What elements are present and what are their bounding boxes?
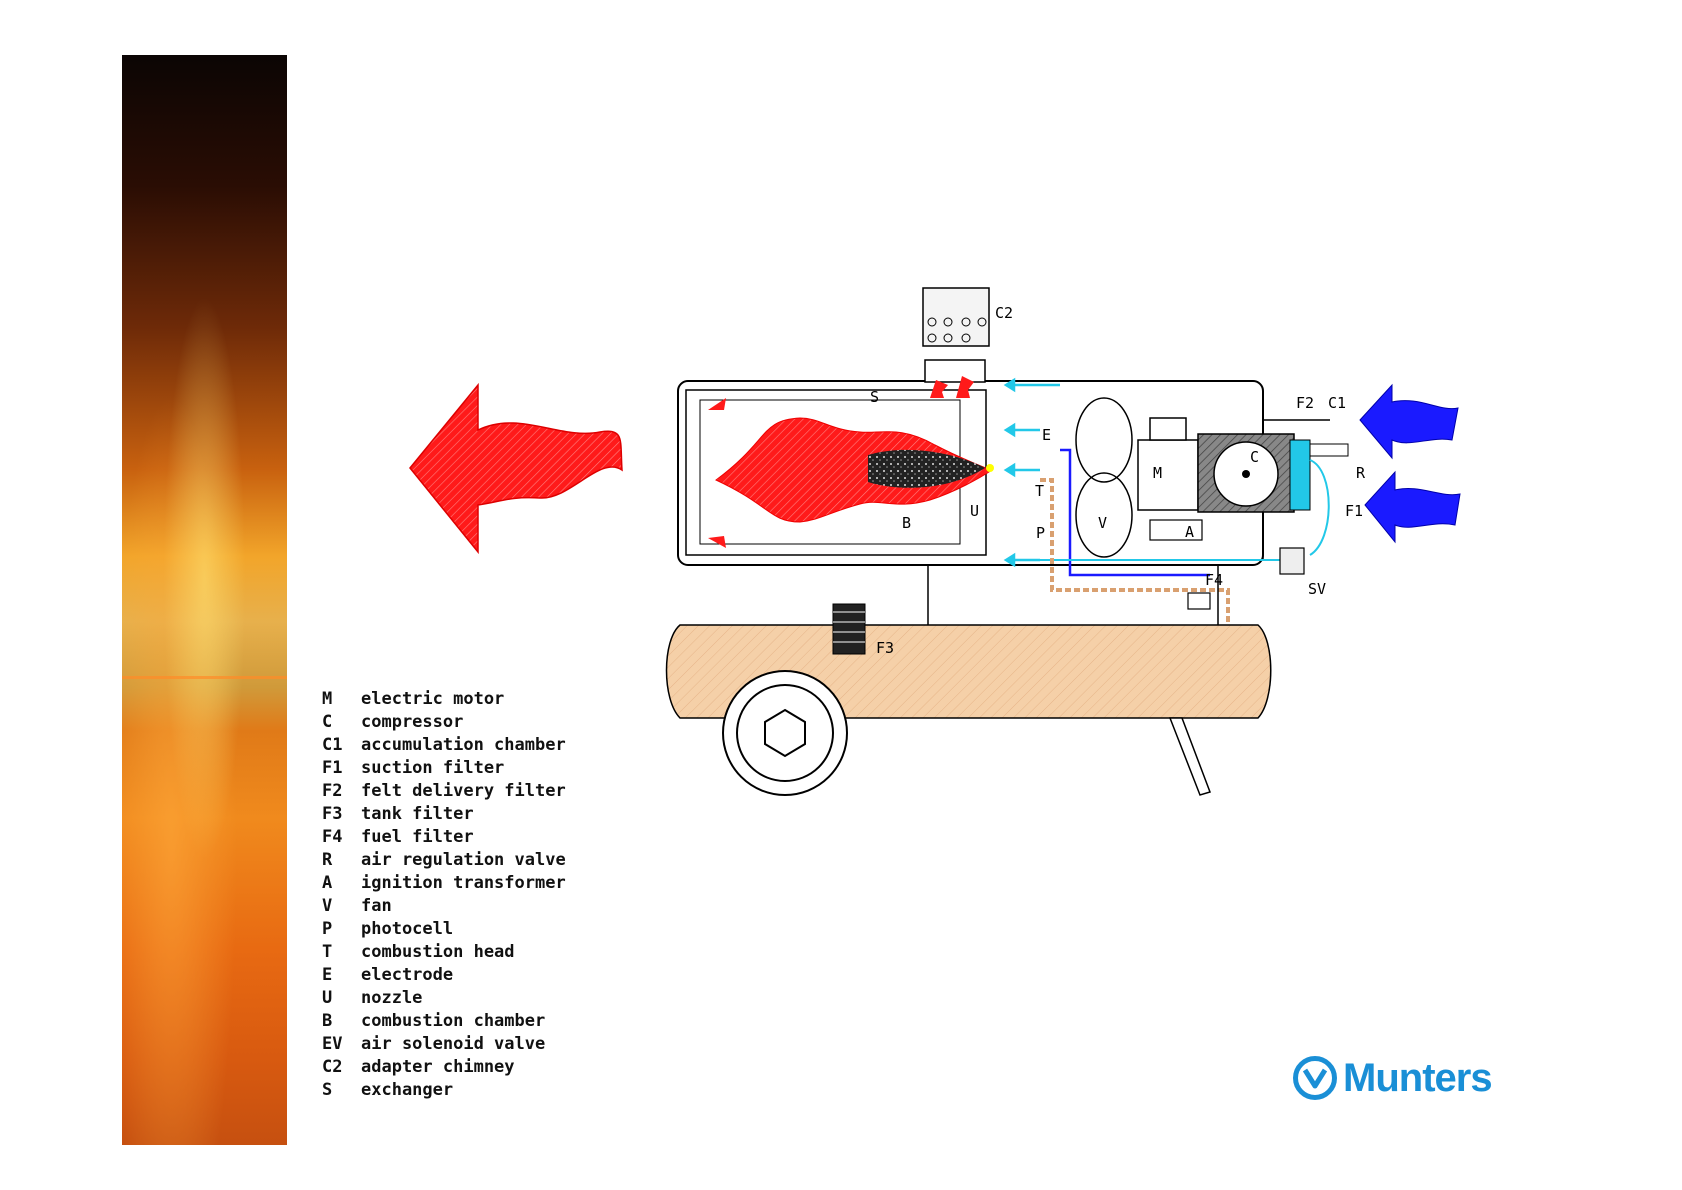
label-f2: F2 — [1296, 394, 1314, 412]
label-a: A — [1185, 523, 1194, 541]
label-sv: SV — [1308, 580, 1326, 598]
label-v: V — [1098, 514, 1107, 532]
electric-motor — [1137, 439, 1199, 511]
label-m: M — [1153, 464, 1162, 482]
label-u: U — [970, 502, 979, 520]
cold-air-arrow-top — [1359, 383, 1459, 460]
label-f1: F1 — [1345, 502, 1363, 520]
label-c1: C1 — [1328, 394, 1346, 412]
hot-air-arrow — [409, 382, 623, 555]
fan — [1075, 397, 1133, 558]
adapter-chimney — [922, 287, 990, 347]
munters-logo-icon — [1293, 1056, 1337, 1100]
munters-logo-text: Munters — [1343, 1055, 1493, 1100]
munters-logo: Munters — [1293, 1053, 1493, 1103]
label-b: B — [902, 514, 911, 532]
label-r: R — [1356, 464, 1366, 482]
cold-air-arrow-bottom — [1364, 470, 1461, 544]
label-f4: F4 — [1205, 571, 1223, 589]
label-p: P — [1036, 524, 1045, 542]
label-c2: C2 — [995, 304, 1013, 322]
label-c: C — [1250, 448, 1259, 466]
wheel — [722, 670, 848, 796]
ignition-transformer — [1149, 519, 1203, 541]
label-t: T — [1035, 482, 1044, 500]
label-e: E — [1042, 426, 1051, 444]
label-f3: F3 — [876, 639, 894, 657]
fire-decoration-strip — [122, 55, 287, 1145]
label-s: S — [870, 388, 879, 406]
